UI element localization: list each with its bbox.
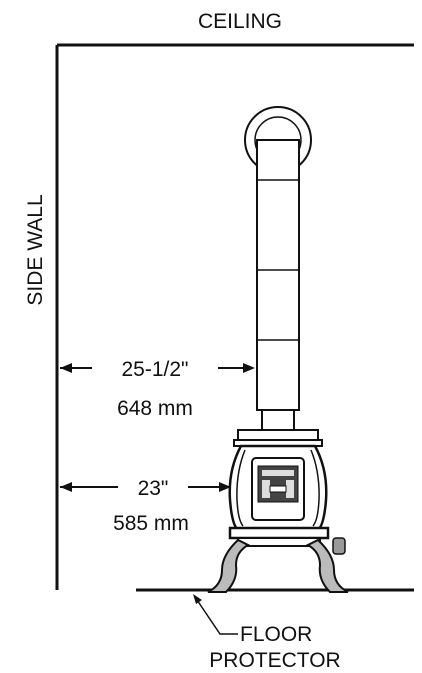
side-wall-label: SIDE WALL: [24, 194, 47, 305]
floor-protector-leader: [193, 594, 238, 634]
pipe-clearance-inches: 25-1/2": [122, 358, 189, 381]
pipe-clearance-mm: 648 mm: [117, 397, 193, 420]
stove-pipe: [245, 107, 311, 430]
stove-clearance-inches: 23": [138, 477, 169, 500]
protector-label: PROTECTOR: [209, 649, 340, 672]
wood-stove: [208, 430, 348, 592]
floor-label: FLOOR: [240, 623, 312, 646]
ceiling-label: CEILING: [198, 10, 282, 33]
stove-clearance-mm: 585 mm: [113, 512, 189, 535]
